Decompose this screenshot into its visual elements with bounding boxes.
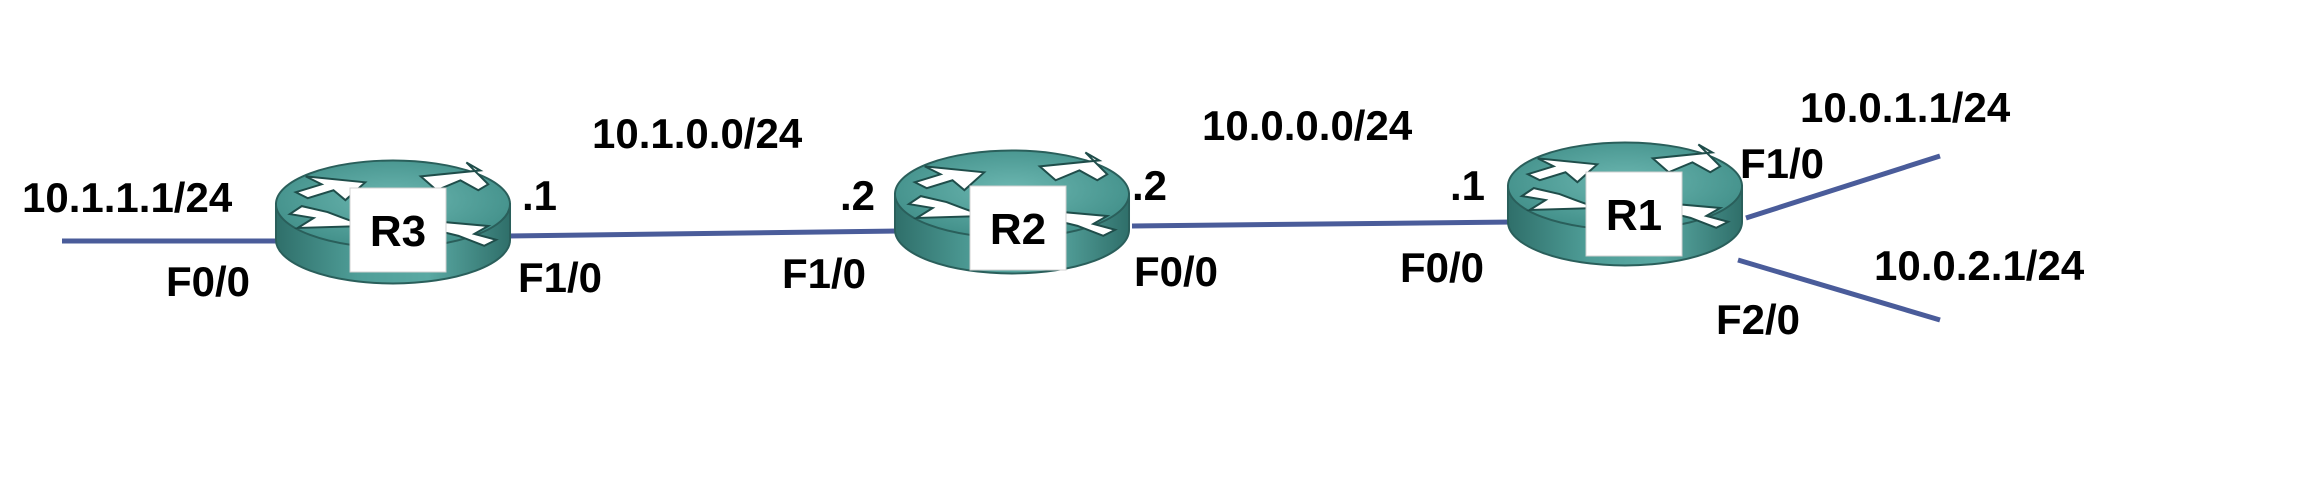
network-label-r2-r1: 10.0.0.0/24 xyxy=(1202,102,1413,149)
link-r3-r2 xyxy=(505,228,899,239)
link-r1-lan1 xyxy=(1745,153,1941,221)
interface-label-r3-f00: F0/0 xyxy=(166,258,250,305)
host-label-r2-left: .2 xyxy=(840,172,875,219)
router-r3[interactable]: R3 xyxy=(274,159,512,285)
link-r2-r1 xyxy=(1131,219,1515,229)
router-r3-label-box xyxy=(349,187,447,273)
router-r2-label-box xyxy=(969,185,1067,271)
network-label-r3-r2: 10.1.0.0/24 xyxy=(592,110,803,157)
interface-label-r3-f10: F1/0 xyxy=(518,254,602,301)
network-label-r3-lan: 10.1.1.1/24 xyxy=(22,174,233,221)
interface-label-r2-f10: F1/0 xyxy=(782,250,866,297)
interface-label-r1-f10: F1/0 xyxy=(1740,140,1824,187)
interface-label-r2-f00: F0/0 xyxy=(1134,248,1218,295)
router-r2[interactable]: R2 xyxy=(893,149,1131,275)
network-label-r1-lan2: 10.0.2.1/24 xyxy=(1874,242,2085,289)
router-r2-name: R2 xyxy=(990,205,1046,254)
interface-label-r1-f00: F0/0 xyxy=(1400,244,1484,291)
interface-label-r1-f20: F2/0 xyxy=(1716,296,1800,343)
network-links xyxy=(62,153,1941,323)
link-r1-lan2 xyxy=(1737,257,1941,323)
network-label-r1-lan1: 10.0.1.1/24 xyxy=(1800,84,2011,131)
router-r1-label-box xyxy=(1585,171,1683,257)
host-label-r2-right: .2 xyxy=(1132,162,1167,209)
host-label-r1: .1 xyxy=(1450,162,1485,209)
router-r1-name: R1 xyxy=(1606,191,1662,240)
host-label-r3: .1 xyxy=(522,172,557,219)
router-r1[interactable]: R1 xyxy=(1506,141,1744,267)
router-r3-name: R3 xyxy=(370,207,426,256)
